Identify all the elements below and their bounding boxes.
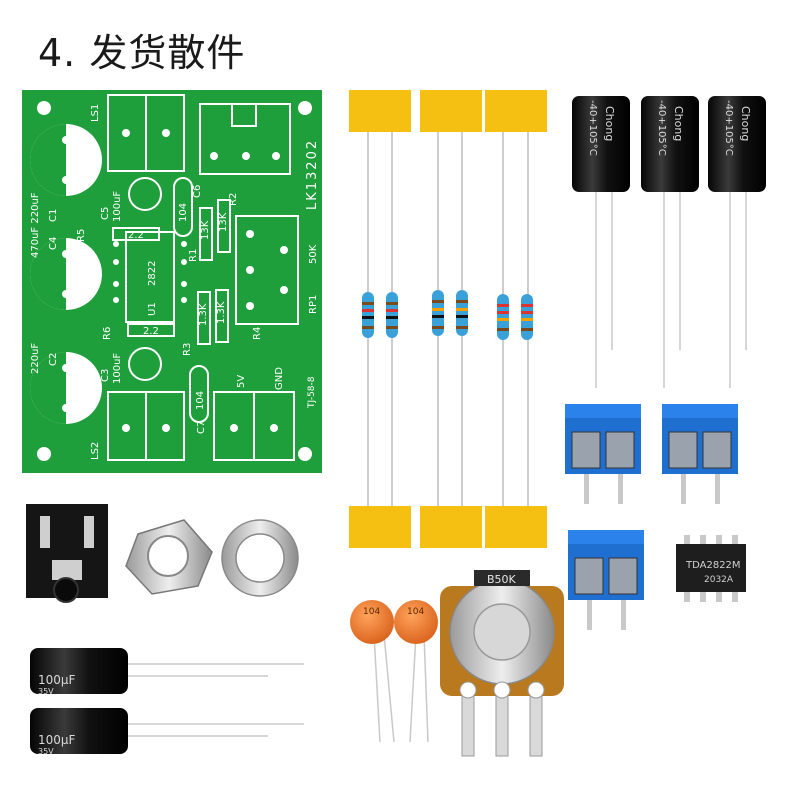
mount-hole bbox=[37, 447, 51, 461]
big-cap-temp-2: -40+105°C bbox=[656, 100, 667, 156]
mylar-capacitors-top bbox=[349, 90, 547, 506]
label-r3: R3 bbox=[182, 343, 193, 356]
label-res-13k-a: 13K bbox=[200, 220, 211, 240]
pcb-board: LS1 LS2 470uF 220uF C1 C4 220uF C2 R5 R6… bbox=[22, 90, 322, 473]
label-footer: TJ-58-8 bbox=[307, 376, 317, 409]
small-cap-value-2: 100μF bbox=[38, 733, 76, 747]
label-c5-value: 100uF bbox=[112, 191, 123, 222]
terminal-block-3 bbox=[568, 530, 644, 630]
label-u1: U1 bbox=[147, 302, 158, 316]
audio-jack bbox=[26, 504, 108, 603]
footprint-c7 bbox=[189, 365, 209, 423]
large-electrolytic-capacitors: Chong -40+105°C Chong -40+105°C Chong -4… bbox=[572, 96, 766, 388]
footprint-u1 bbox=[125, 231, 175, 323]
label-r6: R6 bbox=[102, 327, 113, 340]
label-ls1: LS1 bbox=[90, 104, 101, 122]
label-gnd: GND bbox=[274, 367, 285, 390]
label-ls2: LS2 bbox=[90, 442, 101, 460]
label-cap-104-b: 104 bbox=[195, 391, 206, 410]
ic-marking: TDA2822M bbox=[685, 560, 741, 571]
label-r5: R5 bbox=[76, 229, 87, 242]
footprint-c5 bbox=[128, 177, 162, 211]
potentiometer: B50K bbox=[440, 570, 564, 757]
label-res-13k-d: 1.3K bbox=[216, 301, 227, 324]
footprint-c1 bbox=[30, 124, 102, 196]
label-board-code: LK13202 bbox=[305, 139, 320, 210]
hex-nut bbox=[125, 519, 213, 595]
label-r4: R4 bbox=[252, 327, 263, 340]
label-c1: C1 bbox=[48, 209, 59, 222]
mount-hole bbox=[298, 101, 312, 115]
label-r1: R1 bbox=[188, 249, 199, 262]
label-res-2-2-b: 2.2 bbox=[143, 326, 159, 337]
footprint-c6 bbox=[173, 177, 193, 237]
label-c3: C3 bbox=[100, 369, 111, 382]
resistors bbox=[362, 290, 533, 340]
mount-hole bbox=[298, 447, 312, 461]
small-electrolytic-capacitors: 100μF 35V 100μF 35V bbox=[30, 648, 304, 756]
label-c2: C2 bbox=[48, 353, 59, 366]
tda2822m-ic: TDA2822M 2032A bbox=[676, 535, 746, 602]
label-rp1: RP1 bbox=[308, 295, 319, 314]
ceramic-label-b: 104 bbox=[407, 607, 424, 617]
big-cap-temp-3: -40+105°C bbox=[723, 100, 734, 156]
small-cap-voltage-1: 35V bbox=[38, 687, 54, 696]
label-res-2-2-a: 2.2 bbox=[128, 230, 144, 241]
label-c4: C4 bbox=[48, 237, 59, 250]
page-title: 4. 发货散件 bbox=[38, 31, 246, 75]
label-ic-2822: 2822 bbox=[147, 261, 158, 286]
small-cap-voltage-2: 35V bbox=[38, 747, 54, 756]
ic-code: 2032A bbox=[704, 575, 734, 585]
label-c5: C5 bbox=[100, 207, 111, 220]
label-c1-value: 470uF 220uF bbox=[30, 192, 41, 258]
small-cap-value-1: 100μF bbox=[38, 673, 76, 687]
mylar-capacitors-bottom bbox=[349, 506, 547, 548]
label-c6: C6 bbox=[192, 185, 203, 198]
big-cap-temp: -40+105°C bbox=[587, 100, 598, 156]
mount-hole bbox=[37, 101, 51, 115]
label-cap-104-a: 104 bbox=[178, 203, 189, 222]
terminal-block-1 bbox=[565, 404, 641, 504]
terminal-block-2 bbox=[662, 404, 738, 504]
ceramic-label-a: 104 bbox=[363, 607, 380, 617]
label-c7: C7 bbox=[196, 421, 207, 434]
footprint-c4 bbox=[30, 238, 102, 310]
big-cap-brand: Chong bbox=[603, 106, 616, 141]
label-c3-value: 100uF bbox=[112, 353, 123, 384]
washer bbox=[221, 519, 299, 597]
footprint-rp1 bbox=[235, 215, 299, 325]
footprint-c3 bbox=[128, 347, 162, 381]
label-c2-value: 220uF bbox=[30, 343, 41, 374]
big-cap-brand-3: Chong bbox=[739, 106, 752, 141]
label-5v: 5V bbox=[236, 375, 247, 388]
label-res-13k-b: 13K bbox=[218, 212, 229, 232]
label-r2: R2 bbox=[228, 193, 239, 206]
screw-terminals bbox=[565, 404, 738, 630]
ceramic-capacitors: 104 104 bbox=[350, 600, 438, 743]
label-res-13k-c: 1.3K bbox=[198, 303, 209, 326]
label-rp1-value: 50K bbox=[308, 244, 319, 264]
solder-pads bbox=[62, 129, 288, 432]
big-cap-brand-2: Chong bbox=[672, 106, 685, 141]
pot-label: B50K bbox=[487, 573, 517, 586]
footprint-c2 bbox=[30, 352, 102, 424]
